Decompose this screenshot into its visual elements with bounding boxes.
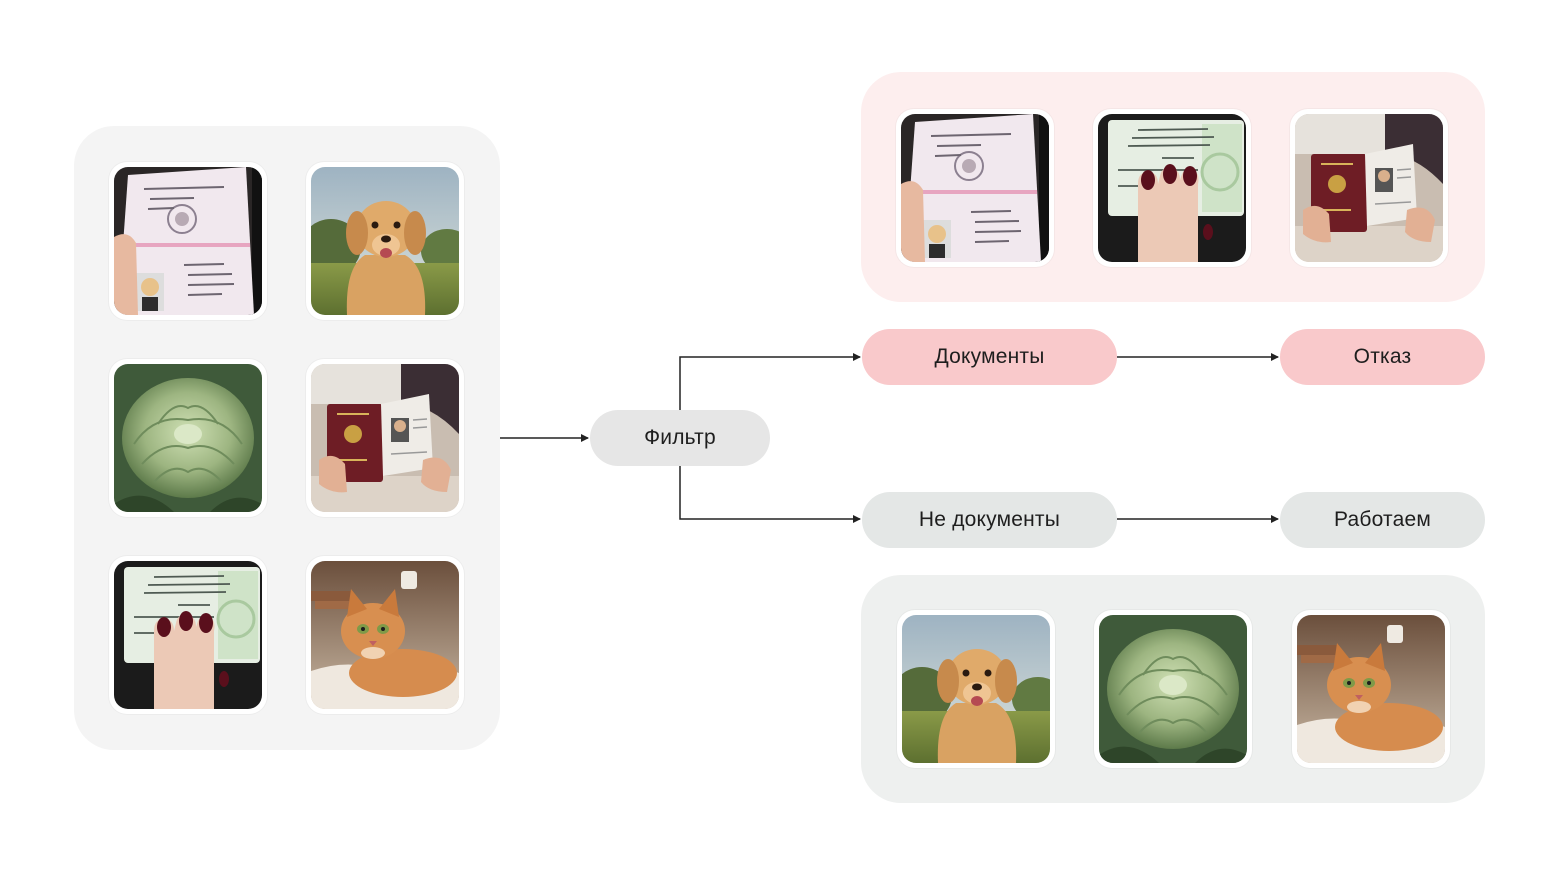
- green-peony-photo: [1094, 610, 1252, 768]
- rejection-node: Отказ: [1280, 329, 1485, 385]
- non-documents-node: Не документы: [862, 492, 1117, 548]
- documents-node: Документы: [862, 329, 1117, 385]
- foreign-passport-photo: [1290, 109, 1448, 267]
- internal-passport-photo: [896, 109, 1054, 267]
- golden-retriever-photo: [897, 610, 1055, 768]
- filter-node: Фильтр: [590, 410, 770, 466]
- insurance-certificate-photo: [1093, 109, 1251, 267]
- filter-to-documents-arrow: [679, 353, 861, 410]
- foreign-passport-photo: [306, 359, 464, 517]
- ginger-cat-photo: [306, 556, 464, 714]
- internal-passport-photo: [109, 162, 267, 320]
- ginger-cat-photo: [1292, 610, 1450, 768]
- working-node: Работаем: [1280, 492, 1485, 548]
- filter-to-non-documents-arrow: [679, 466, 861, 523]
- insurance-certificate-photo: [109, 556, 267, 714]
- green-peony-photo: [109, 359, 267, 517]
- golden-retriever-photo: [306, 162, 464, 320]
